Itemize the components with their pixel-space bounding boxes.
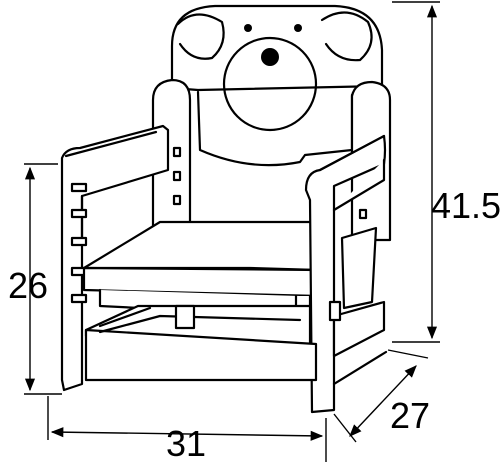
dimension-width-label: 31 (166, 423, 206, 464)
bear-left-eye (244, 24, 252, 32)
bear-backrest (170, 4, 384, 167)
base-frame (84, 304, 318, 382)
bear-right-eye (294, 24, 302, 32)
dimension-depth: 27 (333, 349, 430, 443)
dimension-seat-height-label: 26 (8, 265, 48, 306)
bear-right-ear (320, 11, 373, 62)
bear-nose (261, 48, 279, 66)
bear-face (222, 36, 318, 132)
bear-left-ear (176, 13, 225, 60)
dimension-seat-height: 26 (8, 163, 62, 395)
dimension-height-total: 41.5 (392, 1, 500, 343)
dimension-height-total-label: 41.5 (431, 185, 500, 226)
right-side-frame (304, 134, 388, 414)
dimension-width: 31 (47, 396, 327, 464)
dimension-depth-label: 27 (390, 395, 430, 436)
